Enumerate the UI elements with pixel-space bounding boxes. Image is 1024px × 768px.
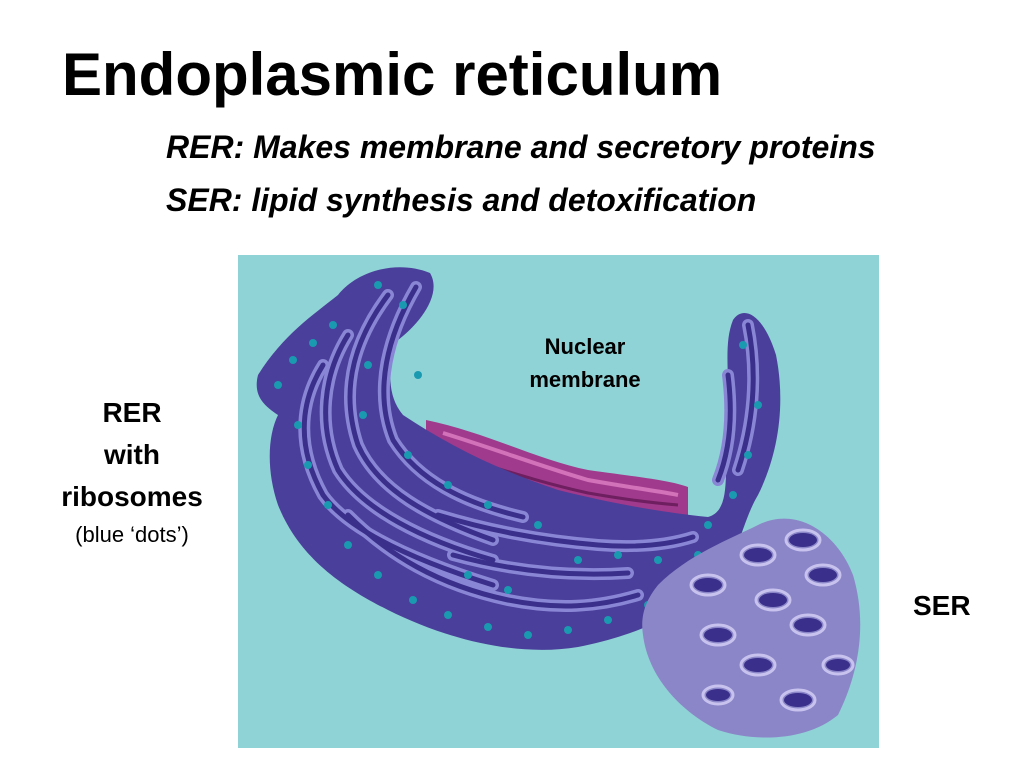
nuclear-membrane-label-line-2: membrane: [529, 367, 641, 392]
rer-label-note: (blue ‘dots’): [75, 522, 189, 547]
rer-label-line-3: ribosomes: [61, 481, 203, 512]
ser-network-shape: [642, 518, 861, 738]
ribosome-dots: [274, 281, 762, 639]
rer-label-line-2: with: [104, 439, 160, 470]
subtitle-rer: RER: Makes membrane and secretory protei…: [166, 129, 876, 165]
subtitle-ser: SER: lipid synthesis and detoxification: [166, 182, 757, 218]
rer-label: RER with ribosomes (blue ‘dots’): [40, 392, 224, 550]
er-diagram-svg: [238, 255, 879, 748]
page-title: Endoplasmic reticulum: [62, 41, 723, 108]
rer-label-line-1: RER: [102, 397, 162, 428]
nuclear-membrane-label-line-1: Nuclear: [544, 334, 626, 359]
er-illustration: [238, 255, 879, 748]
nuclear-membrane-label: Nuclear membrane: [497, 330, 673, 396]
ser-label: SER: [913, 590, 971, 621]
